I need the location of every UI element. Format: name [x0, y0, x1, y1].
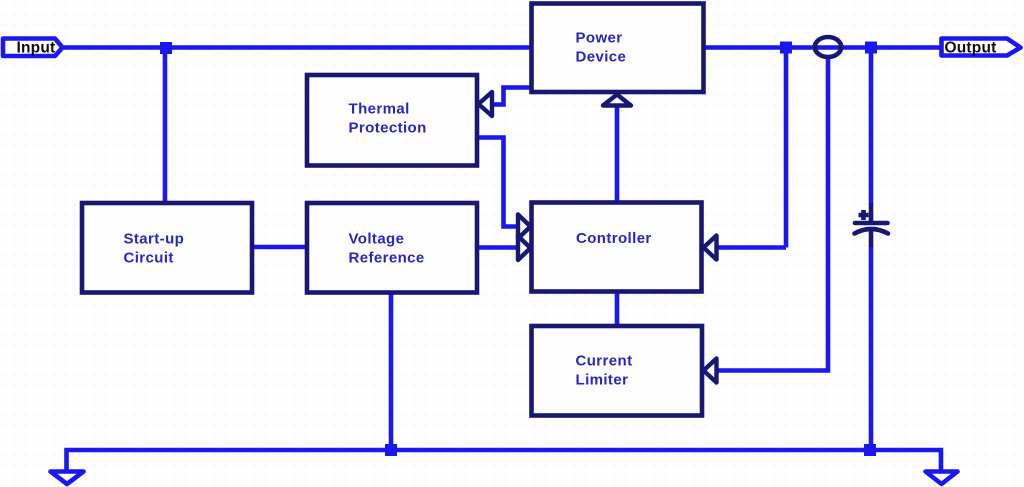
svg-text:Power: Power — [576, 29, 623, 46]
svg-text:Start-up: Start-up — [124, 231, 185, 248]
svg-text:Reference: Reference — [349, 250, 425, 267]
svg-text:Controller: Controller — [576, 230, 652, 247]
svg-text:Limiter: Limiter — [576, 372, 629, 389]
svg-text:Output: Output — [945, 40, 997, 57]
svg-text:Input: Input — [17, 40, 56, 57]
svg-text:Current: Current — [576, 353, 633, 370]
svg-text:Thermal: Thermal — [349, 100, 410, 117]
svg-text:Protection: Protection — [349, 119, 427, 136]
svg-text:Circuit: Circuit — [124, 250, 174, 267]
svg-text:Device: Device — [576, 48, 627, 65]
svg-text:Voltage: Voltage — [349, 231, 405, 248]
